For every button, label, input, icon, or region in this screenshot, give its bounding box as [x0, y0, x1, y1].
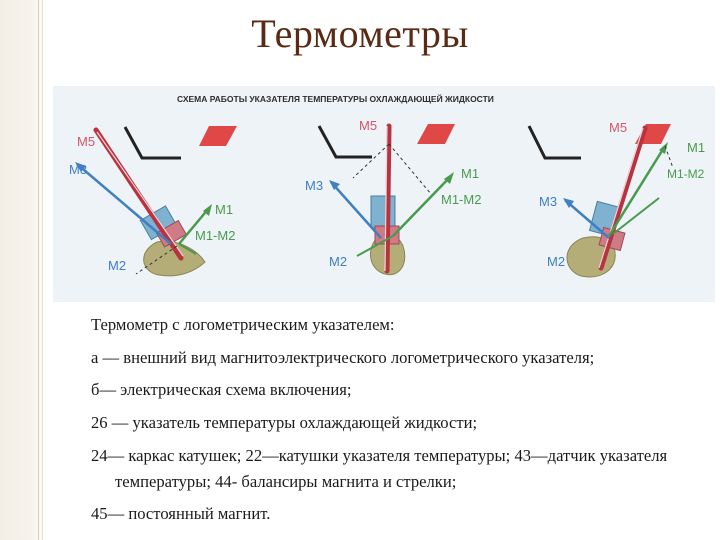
vector-m1-arrowhead	[444, 172, 454, 184]
diagram-panel-1: M5 M3 M1 M1-M2 M2	[69, 126, 237, 277]
pointer-needle	[598, 125, 648, 271]
label-m1: M1	[461, 166, 479, 181]
label-m1: M1	[215, 202, 233, 217]
pointer-needle	[384, 123, 392, 274]
label-m2: M2	[547, 254, 565, 269]
figure-caption: Термометр с логометрическим указателем: …	[91, 312, 711, 534]
vector-m3-arrowhead	[329, 180, 340, 190]
caption-line-3: б— электрическая схема включения;	[91, 380, 352, 400]
diagram-heading: СХЕМА РАБОТЫ УКАЗАТЕЛЯ ТЕМПЕРАТУРЫ ОХЛАЖ…	[177, 93, 494, 104]
vector-m1-arrowhead	[203, 204, 212, 216]
label-m2: M2	[329, 254, 347, 269]
scale-mark-left	[527, 125, 581, 160]
vector-m1-arrow	[607, 145, 667, 237]
vector-m3-arrowhead	[75, 162, 86, 172]
coil-m1	[370, 195, 396, 229]
caption-line-5: 24— каркас катушек; 22—катушки указателя…	[91, 445, 668, 491]
decorative-side-line	[38, 0, 39, 540]
label-m1-m2: M1-M2	[441, 192, 481, 207]
pointer-needle-highlight	[384, 125, 388, 272]
vector-dashed-right	[388, 143, 432, 195]
diagram-panel-2: M5 M3 M1 M1-M2 M2	[305, 118, 481, 276]
scale-red-zone	[417, 124, 455, 144]
decorative-side-line-2	[42, 0, 43, 540]
scale-mark-left	[317, 125, 372, 159]
indicator-diagram: СХЕМА РАБОТЫ УКАЗАТЕЛЯ ТЕМПЕРАТУРЫ ОХЛАЖ…	[53, 86, 715, 302]
vector-dashed	[664, 145, 674, 169]
coil-m2	[155, 219, 187, 248]
vector-m3-arrowhead	[563, 198, 574, 208]
caption-line-6: 45— постоянный магнит.	[91, 504, 271, 524]
scale-red-zone	[199, 126, 237, 146]
label-m5: M5	[77, 134, 95, 149]
label-m2: M2	[108, 258, 126, 273]
vector-m1-arrow	[392, 175, 452, 237]
decorative-side-band	[0, 0, 46, 540]
label-m5: M5	[359, 118, 377, 133]
label-m1: M1	[687, 140, 705, 155]
vector-m1-arrowhead	[659, 142, 668, 154]
vector-m3-arrow	[330, 181, 382, 239]
label-m5: M5	[609, 120, 627, 135]
pointer-needle-highlight	[598, 127, 644, 269]
label-m1-m2: M1-M2	[195, 228, 235, 243]
slide-title: Термометры	[251, 11, 469, 56]
scale-mark-left	[123, 126, 181, 160]
vector-m3-arrow	[564, 199, 610, 239]
label-m1-m2: M1-M2	[667, 167, 705, 181]
caption-line-1: Термометр с логометрическим указателем:	[91, 315, 395, 334]
label-m3: M3	[539, 194, 557, 209]
label-m3: M3	[69, 162, 87, 177]
diagram-panel-3: M5 M3 M1 M1-M2 M2	[527, 120, 705, 278]
caption-line-2: а — внешний вид магнитоэлектрического ло…	[91, 347, 595, 367]
vector-m3-arrow	[76, 163, 172, 245]
pointer-needle-highlight	[96, 131, 184, 257]
caption-line-4: 26 — указатель температуры охлаждающей ж…	[91, 413, 478, 433]
vector-m1-arrow	[178, 207, 210, 245]
vector-m2-arrow	[612, 197, 660, 235]
vector-m2-arrow	[356, 235, 394, 257]
vector-m2-dashed	[135, 245, 178, 275]
vector-dashed-left	[352, 143, 390, 179]
vector-m2-arrow	[178, 243, 197, 255]
label-m3: M3	[305, 178, 323, 193]
